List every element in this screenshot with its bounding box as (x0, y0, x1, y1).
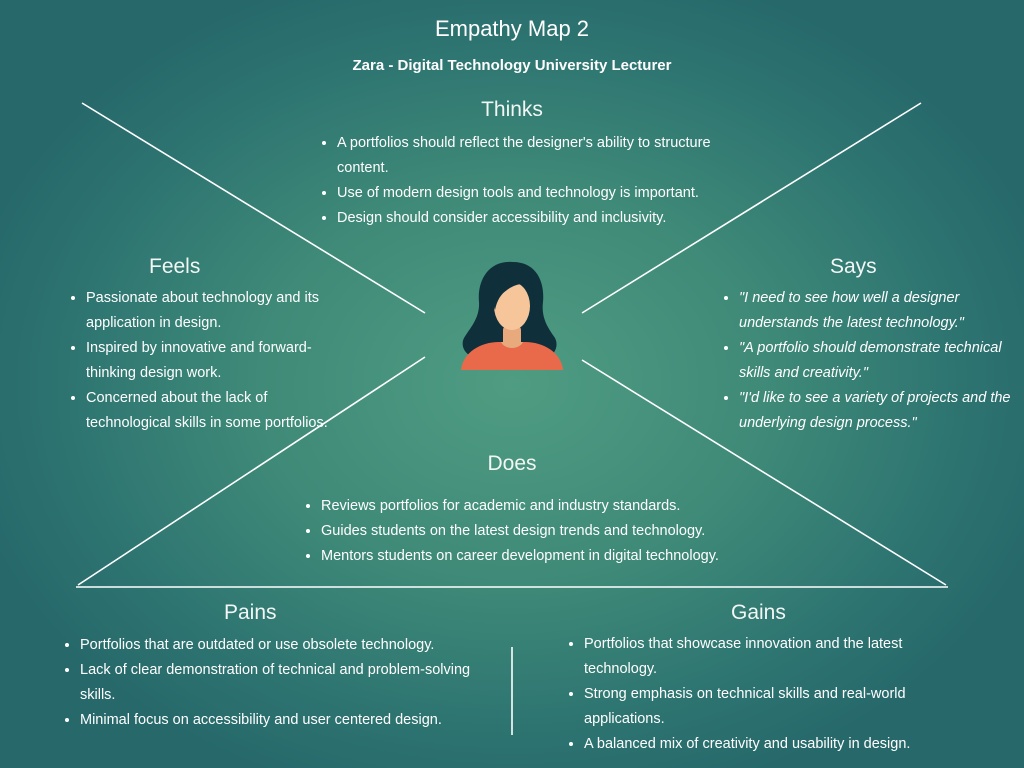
list-item: Passionate about technology and its appl… (86, 286, 348, 336)
feels-list: Passionate about technology and its appl… (66, 286, 348, 436)
woman-avatar-icon (455, 258, 567, 370)
persona-subtitle: Zara - Digital Technology University Lec… (352, 57, 672, 74)
page-title: Empathy Map 2 (434, 16, 590, 41)
list-item: Minimal focus on accessibility and user … (80, 708, 490, 733)
list-item: "I need to see how well a designer under… (739, 286, 1024, 336)
diagonal-bottom-right (581, 359, 947, 586)
list-item: Portfolios that showcase innovation and … (584, 632, 964, 682)
list-item: "A portfolio should demonstrate technica… (739, 336, 1024, 386)
list-item: Reviews portfolios for academic and indu… (321, 494, 791, 519)
list-item: A portfolios should reflect the designer… (337, 131, 747, 181)
feels-heading: Feels (149, 255, 201, 278)
diagonal-top-right (581, 102, 922, 314)
does-heading: Does (487, 452, 537, 475)
list-item: Guides students on the latest design tre… (321, 519, 791, 544)
does-list: Reviews portfolios for academic and indu… (301, 494, 791, 569)
list-item: Strong emphasis on technical skills and … (584, 682, 964, 732)
list-item: Inspired by innovative and forward-think… (86, 336, 348, 386)
list-item: Design should consider accessibility and… (337, 206, 747, 231)
pains-list: Portfolios that are outdated or use obso… (60, 633, 490, 733)
list-item: "I'd like to see a variety of projects a… (739, 386, 1024, 436)
list-item: Concerned about the lack of technologica… (86, 386, 348, 436)
list-item: A balanced mix of creativity and usabili… (584, 732, 964, 757)
pains-heading: Pains (224, 601, 277, 624)
thinks-heading: Thinks (481, 98, 543, 121)
list-item: Mentors students on career development i… (321, 544, 791, 569)
diagonal-bottom-left (77, 356, 426, 586)
diagonal-top-left (81, 102, 426, 314)
says-list: "I need to see how well a designer under… (719, 286, 1024, 436)
says-heading: Says (830, 255, 877, 278)
gains-list: Portfolios that showcase innovation and … (564, 632, 964, 757)
list-item: Lack of clear demonstration of technical… (80, 658, 490, 708)
thinks-list: A portfolios should reflect the designer… (317, 131, 747, 231)
list-item: Use of modern design tools and technolog… (337, 181, 747, 206)
list-item: Portfolios that are outdated or use obso… (80, 633, 490, 658)
gains-heading: Gains (731, 601, 786, 624)
